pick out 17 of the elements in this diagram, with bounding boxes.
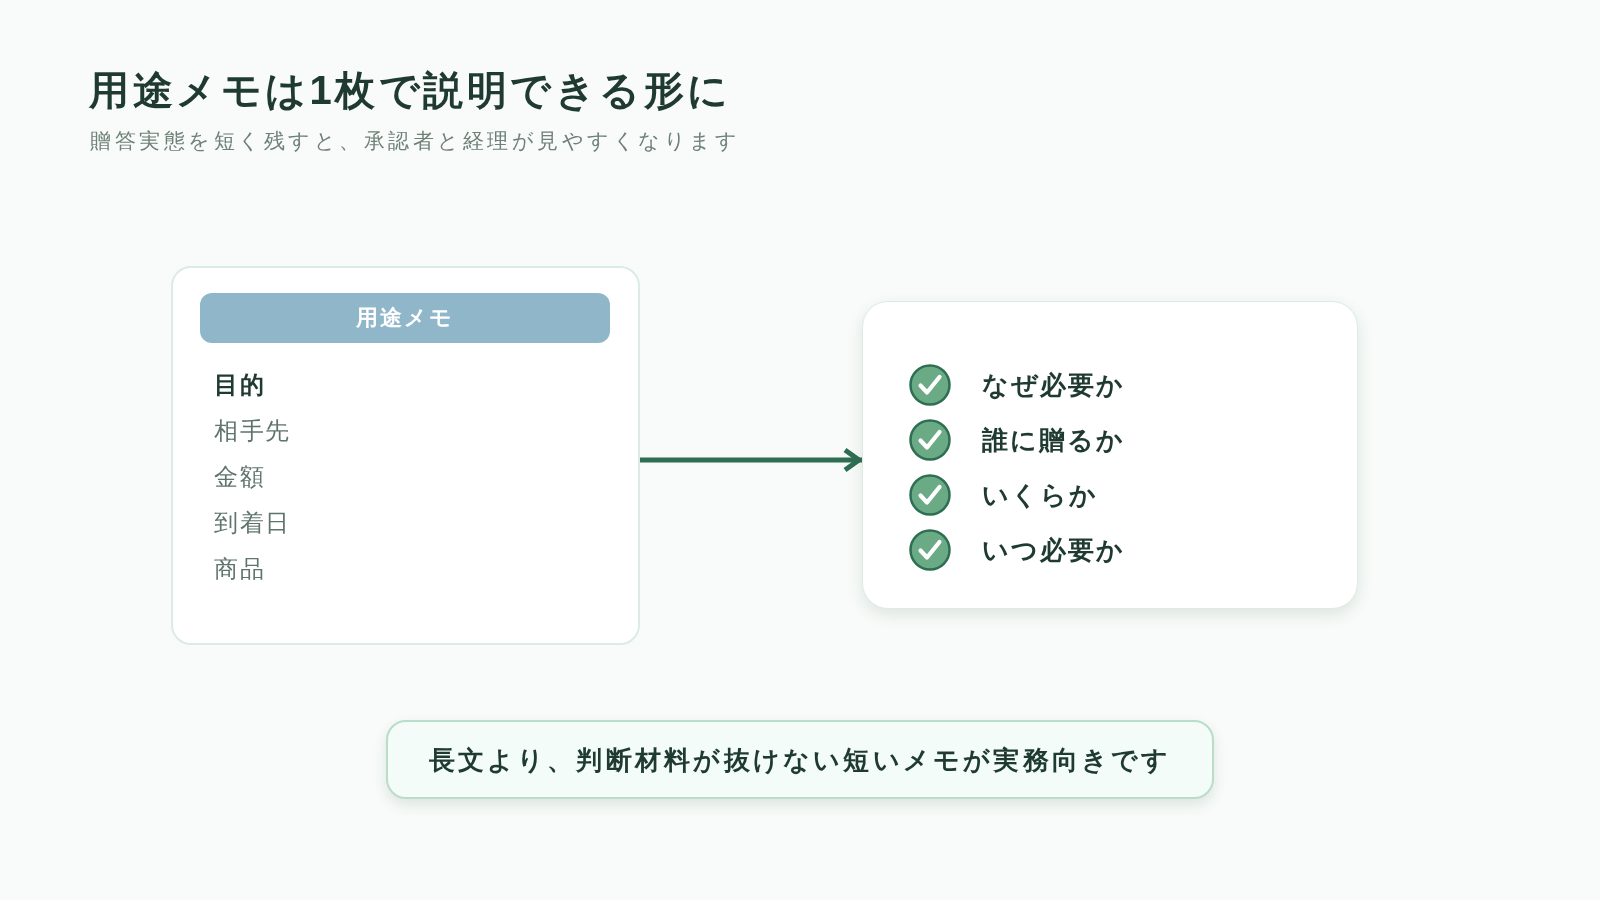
memo-field-label: 到着日 bbox=[214, 508, 291, 538]
memo-field-label: 目的 bbox=[214, 370, 265, 400]
checklist-text: なぜ必要か bbox=[982, 369, 1125, 402]
arrow bbox=[640, 447, 862, 473]
checklist-text: いつ必要か bbox=[982, 534, 1125, 567]
memo-field-label: 金額 bbox=[214, 462, 265, 492]
title: 用途メモは1枚で説明できる形に bbox=[89, 67, 732, 114]
checklist-text: 誰に贈るか bbox=[982, 424, 1125, 457]
checklist-text: いくらか bbox=[982, 479, 1098, 512]
checklist-card bbox=[862, 301, 1358, 609]
card-header: 用途メモ bbox=[200, 293, 610, 343]
memo-field-label: 相手先 bbox=[214, 416, 291, 446]
summary-banner bbox=[386, 720, 1214, 799]
summary-text: 長文より、判断材料が抜けない短いメモが実務向きです bbox=[428, 743, 1172, 777]
memo-field-label: 商品 bbox=[214, 554, 265, 584]
memo-card bbox=[171, 266, 640, 645]
subtitle: 贈答実態を短く残すと、承認者と経理が見やすくなります bbox=[90, 128, 740, 154]
